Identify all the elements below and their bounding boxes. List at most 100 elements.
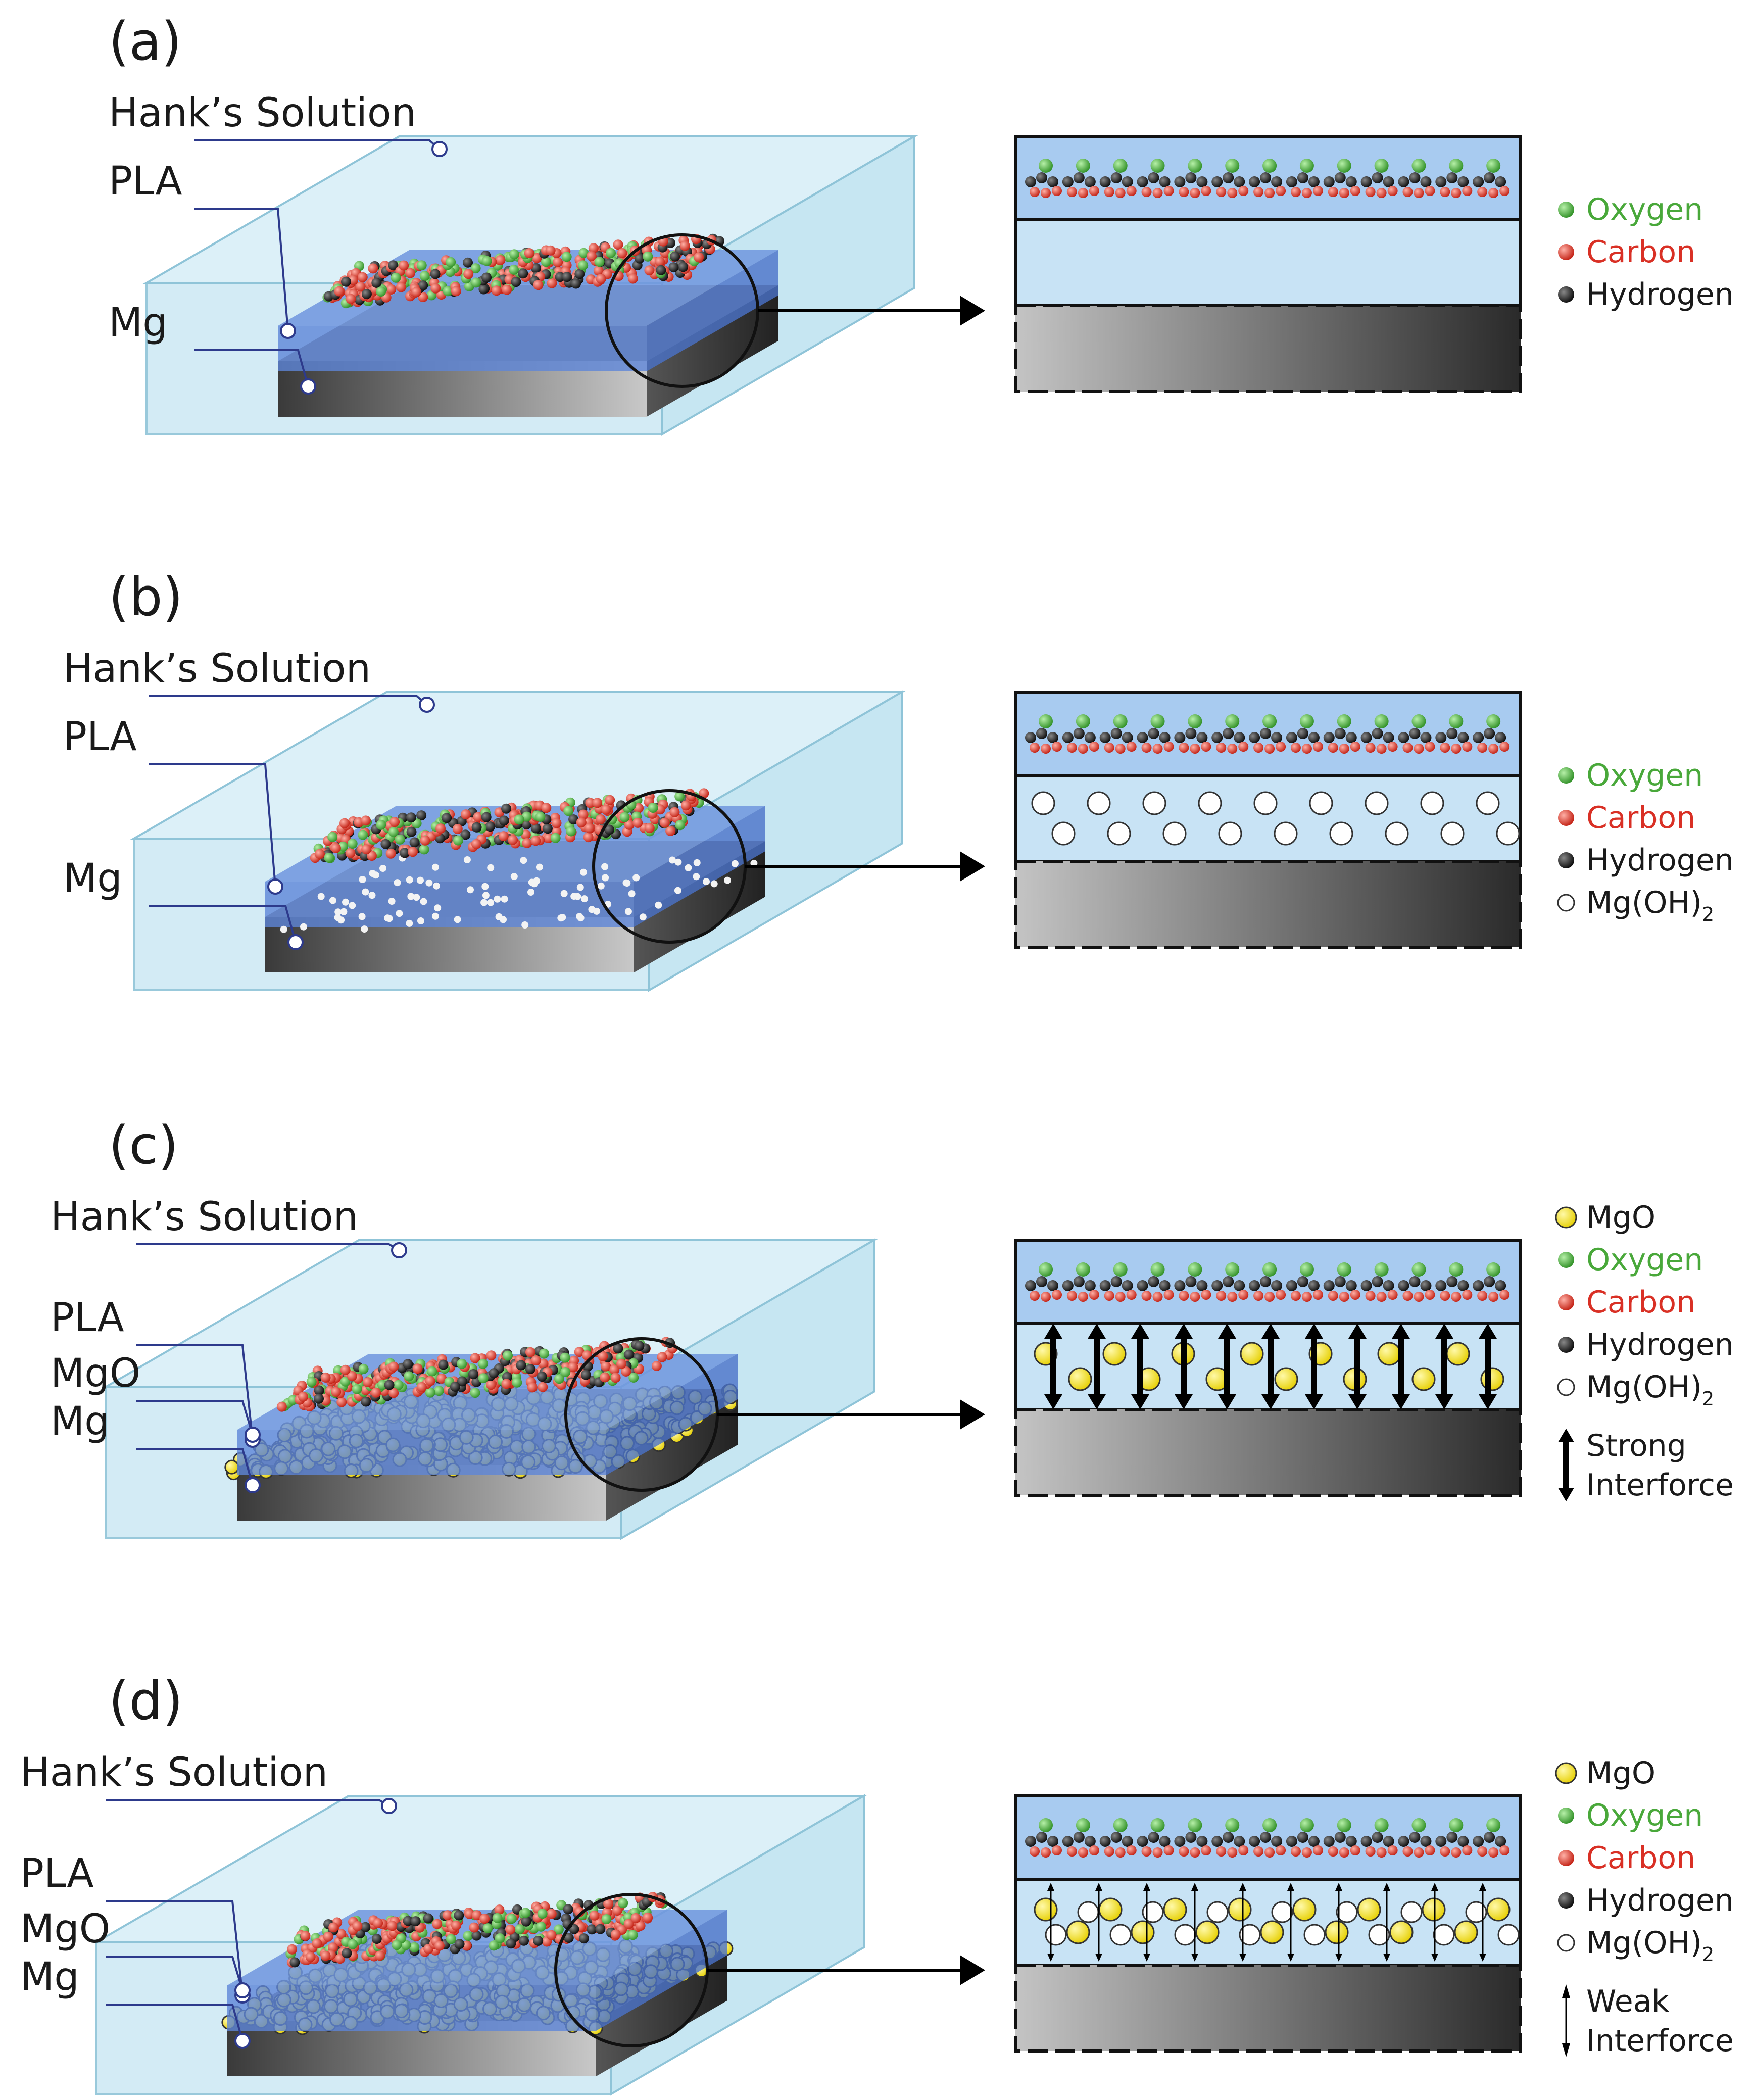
legend-label: Hydrogen bbox=[1586, 277, 1734, 312]
oxygen-atom-icon bbox=[1558, 1252, 1574, 1268]
callout-label: MgO bbox=[20, 1907, 110, 1952]
callout-label: Hank’s Solution bbox=[63, 646, 371, 692]
cross-section-interlayer bbox=[1014, 774, 1522, 863]
legend-label: MgO bbox=[1586, 1200, 1655, 1235]
carbon-atom-icon bbox=[1558, 810, 1574, 826]
callout-line bbox=[136, 1344, 254, 1440]
callout-label: Hank’s Solution bbox=[20, 1750, 328, 1795]
mgoh2-particle-icon bbox=[1557, 894, 1575, 912]
callout-label: PLA bbox=[63, 714, 137, 760]
cross-section-mg-layer bbox=[1014, 304, 1522, 393]
callout-line bbox=[106, 1956, 244, 1991]
pla-molecules bbox=[276, 1337, 678, 1412]
mgo-particle-icon bbox=[1555, 1762, 1577, 1784]
legend-label: Oxygen bbox=[1586, 1242, 1703, 1278]
mgo-particle-icon bbox=[1555, 1206, 1577, 1229]
arrow-head-icon bbox=[960, 296, 985, 326]
legend-label: Carbon bbox=[1586, 800, 1695, 836]
hydrogen-atom-icon bbox=[1558, 1892, 1574, 1909]
legend-label: Carbon bbox=[1586, 1840, 1695, 1876]
carbon-atom-icon bbox=[1558, 1850, 1574, 1866]
callout-label: Mg bbox=[20, 1955, 79, 2000]
pla-molecules bbox=[285, 1892, 668, 1968]
legend-label: MgO bbox=[1586, 1755, 1655, 1791]
legend-subscript: 2 bbox=[1702, 1943, 1714, 1966]
callout-line bbox=[106, 1900, 244, 1996]
cross-section-mg-layer bbox=[1014, 860, 1522, 949]
callout-label: PLA bbox=[109, 159, 182, 204]
carbon-atom-icon bbox=[1558, 244, 1574, 260]
hydrogen-atom-icon bbox=[1558, 1337, 1574, 1353]
legend-label: Oxygen bbox=[1586, 758, 1703, 793]
legend-label: Carbon bbox=[1586, 234, 1695, 270]
callout-marker bbox=[419, 697, 435, 713]
cross-section-mg-layer bbox=[1014, 1408, 1522, 1497]
oxygen-atom-icon bbox=[1558, 1808, 1574, 1824]
panel-a: (a)Hank’s SolutionPLAMgOxygenCarbonHydro… bbox=[109, 11, 1734, 436]
callout-marker bbox=[280, 323, 296, 339]
oxygen-atom-icon bbox=[1558, 202, 1574, 218]
mgoh2-particle-icon bbox=[1557, 1934, 1575, 1952]
hydrogen-atom-icon bbox=[1558, 852, 1574, 868]
legend-label: Hydrogen bbox=[1586, 1883, 1734, 1918]
arrow-head-icon bbox=[960, 1955, 985, 1985]
callout-label: Mg bbox=[63, 856, 122, 901]
oxygen-atom-icon bbox=[1558, 767, 1574, 784]
legend: MgOOxygenCarbonHydrogenMg(OH)2WeakInterf… bbox=[1555, 1755, 1734, 2059]
callout-marker bbox=[267, 878, 283, 895]
arrow-head-icon bbox=[960, 1399, 985, 1430]
interforce-label: Interforce bbox=[1586, 1468, 1734, 1503]
callout-line bbox=[149, 763, 276, 887]
panel-label: (a) bbox=[109, 11, 182, 72]
callout-line bbox=[106, 2004, 244, 2041]
mgoh2-particle-icon bbox=[1557, 1378, 1575, 1396]
callout-label: MgO bbox=[51, 1351, 140, 1396]
callout-label: PLA bbox=[51, 1295, 124, 1341]
callout-label: Mg bbox=[109, 300, 168, 346]
cross-section bbox=[1014, 691, 1522, 949]
legend-label: Hydrogen bbox=[1586, 1327, 1734, 1362]
callout-marker bbox=[234, 2033, 251, 2049]
callout-label: PLA bbox=[20, 1851, 94, 1896]
callout-marker bbox=[245, 1477, 261, 1493]
callout-label: Hank’s Solution bbox=[51, 1194, 358, 1240]
panel-label: (d) bbox=[109, 1670, 183, 1732]
legend-label: Mg(OH)2 bbox=[1586, 885, 1714, 925]
arrow-head-icon bbox=[960, 851, 985, 882]
hydrogen-atom-icon bbox=[1558, 286, 1574, 303]
cross-section bbox=[1014, 1794, 1522, 2053]
cross-section-interlayer bbox=[1014, 218, 1522, 307]
callout-line bbox=[194, 349, 309, 387]
legend-label: Mg(OH)2 bbox=[1586, 1925, 1714, 1966]
callout-marker bbox=[391, 1242, 407, 1258]
panel-c: (c)Hank’s SolutionPLAMgOMgMgOOxygenCarbo… bbox=[51, 1114, 1734, 1540]
legend-label: Hydrogen bbox=[1586, 843, 1734, 878]
legend: MgO OxygenCarbonHydrogenMg(OH)2StrongInte… bbox=[1555, 1200, 1734, 1503]
panel-b: (b)Hank’s SolutionPLAMgOxygenCarbonHydro… bbox=[63, 566, 1734, 992]
callout-label: Mg bbox=[51, 1399, 110, 1444]
carbon-atom-icon bbox=[1558, 1294, 1574, 1310]
interforce-label: Strong bbox=[1586, 1428, 1686, 1463]
panel-label: (c) bbox=[109, 1114, 178, 1176]
legend-label: Oxygen bbox=[1586, 1798, 1703, 1833]
pla-molecules bbox=[322, 233, 725, 309]
cross-section bbox=[1014, 135, 1522, 393]
cross-section-pla-layer bbox=[1014, 1239, 1522, 1325]
legend-label: Mg(OH)2 bbox=[1586, 1370, 1714, 1410]
callout-line bbox=[194, 208, 289, 331]
legend-label: Carbon bbox=[1586, 1285, 1695, 1320]
callout-marker bbox=[287, 934, 304, 950]
callout-marker bbox=[234, 1982, 251, 1998]
callout-line bbox=[136, 1448, 254, 1486]
legend-subscript: 2 bbox=[1702, 903, 1714, 925]
callout-label: Hank’s Solution bbox=[109, 90, 416, 136]
interforce-label: Weak bbox=[1586, 1984, 1669, 2019]
legend-subscript: 2 bbox=[1702, 1388, 1714, 1410]
